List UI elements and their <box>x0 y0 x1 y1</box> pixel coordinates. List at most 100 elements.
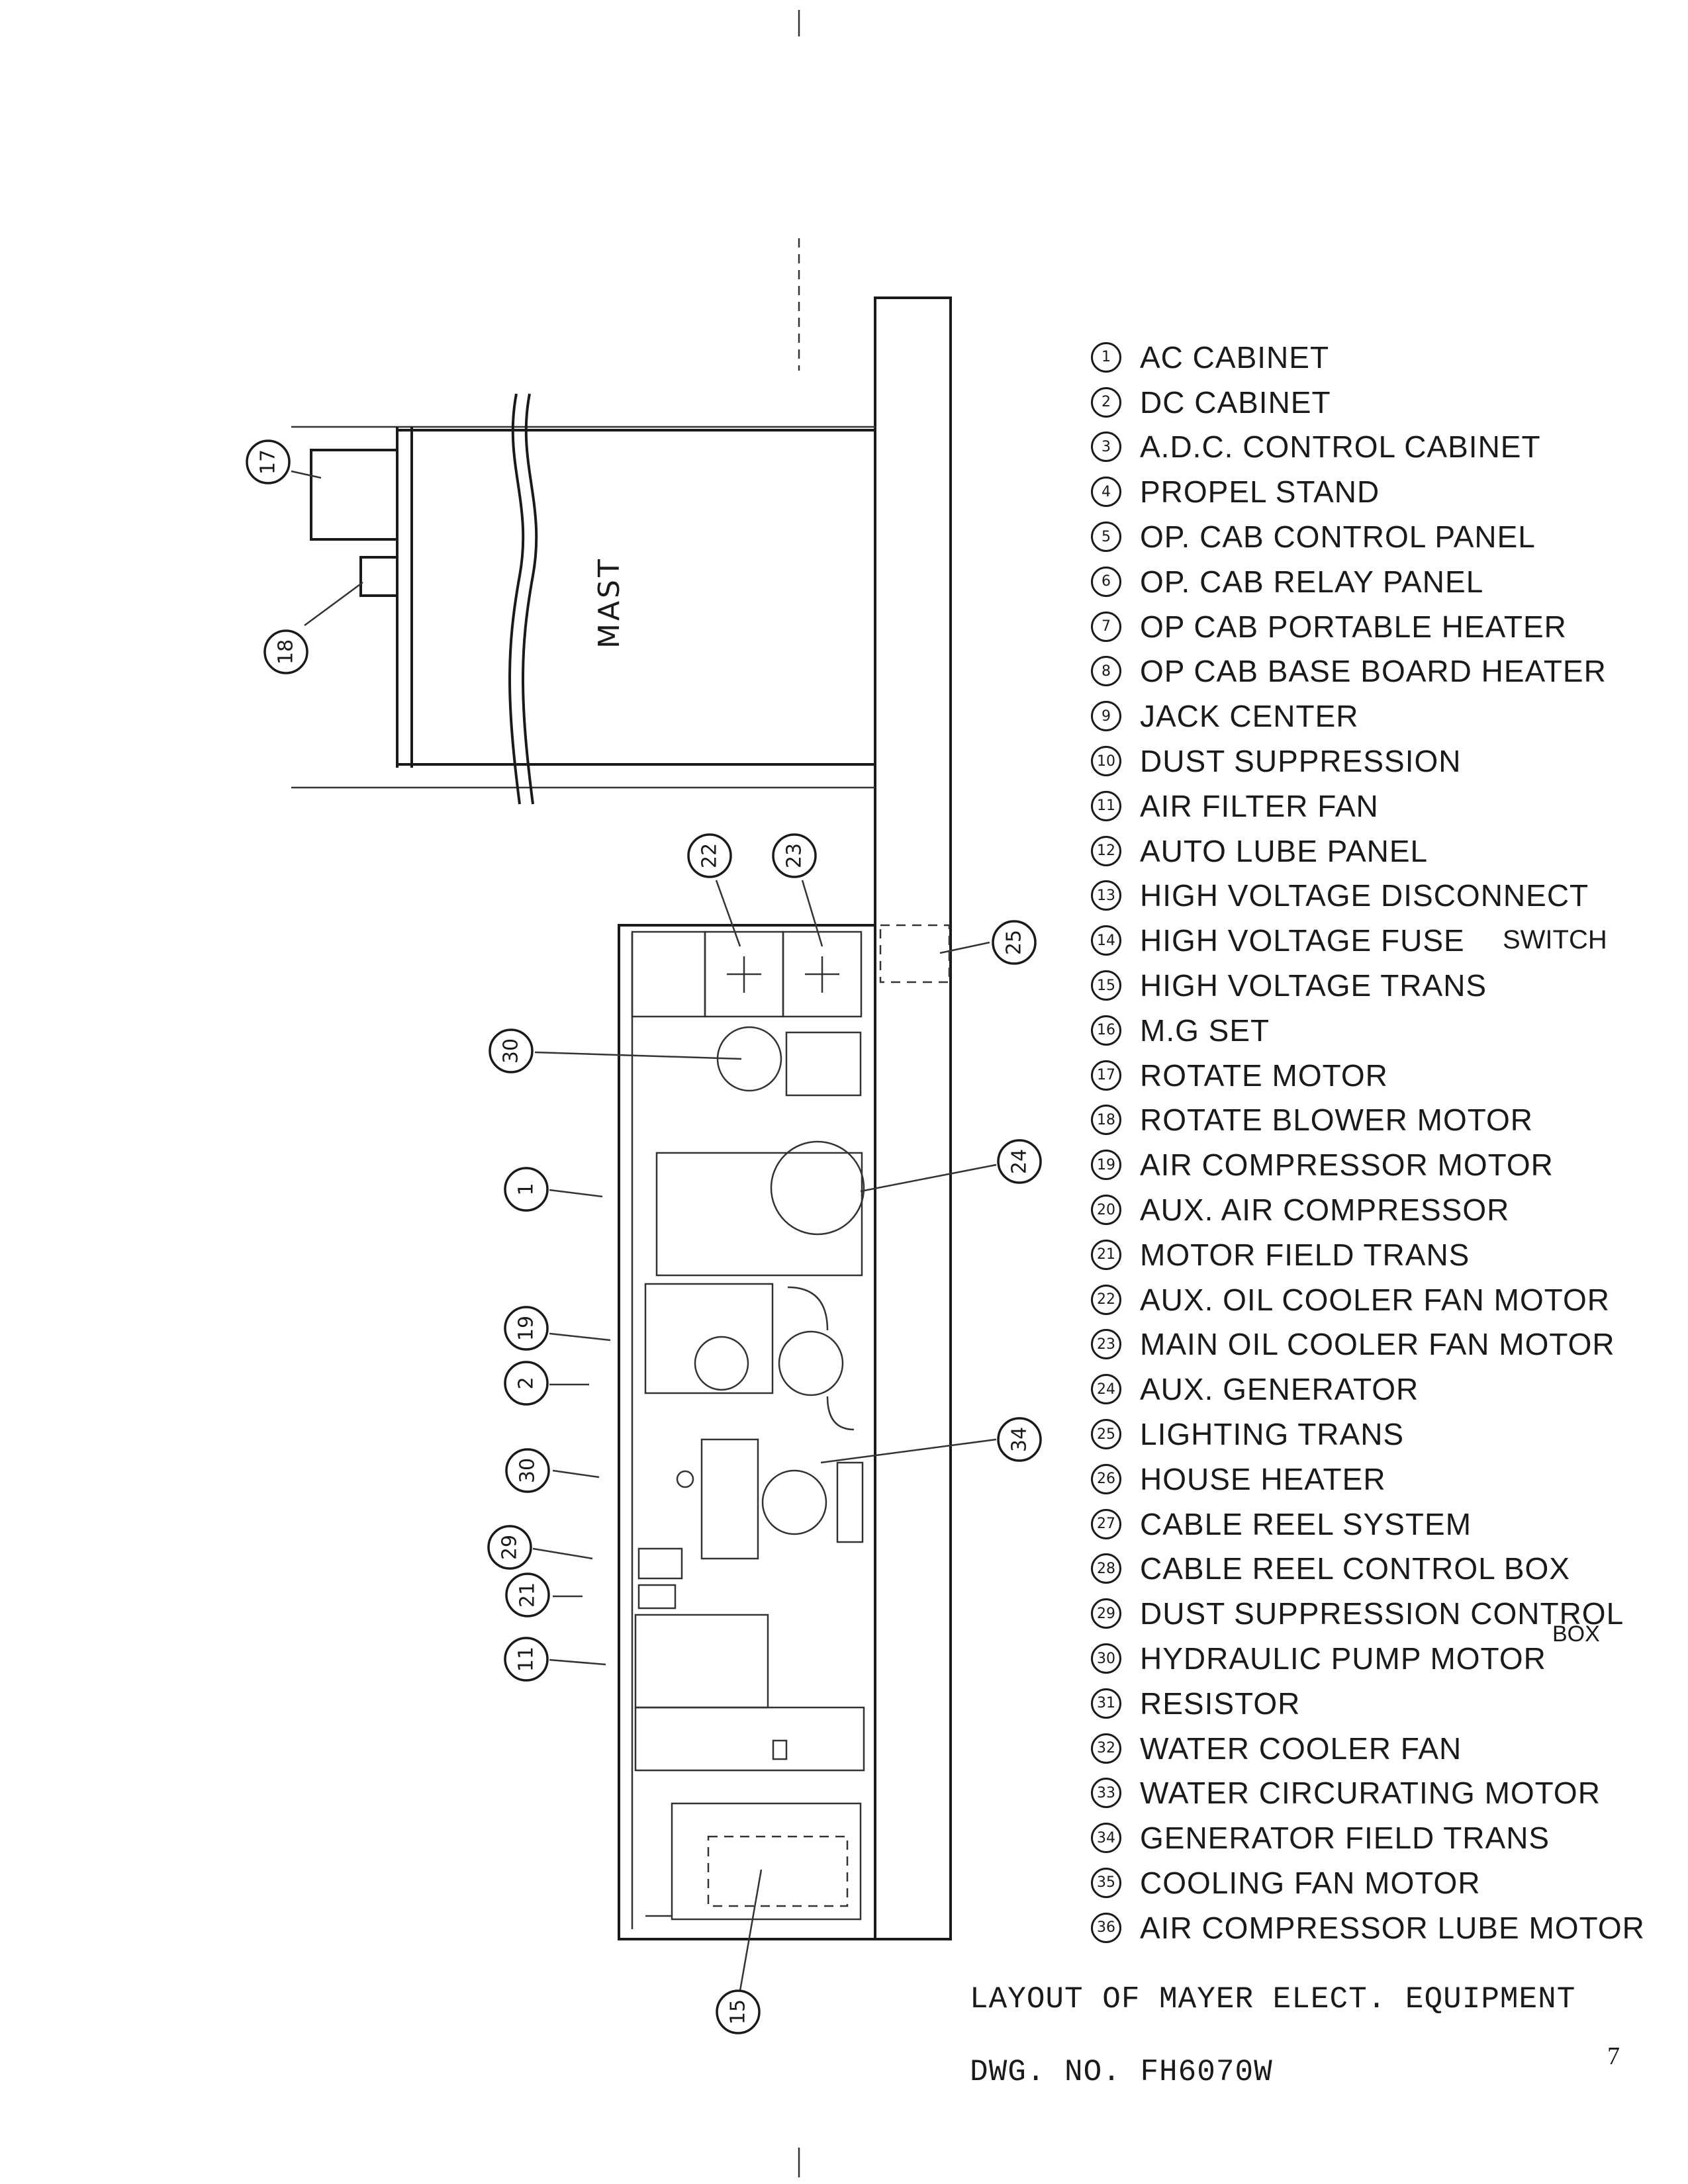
legend-number: 4 <box>1091 477 1121 508</box>
legend-label: AIR COMPRESSOR LUBE MOTOR <box>1140 1910 1645 1945</box>
svg-text:11: 11 <box>515 1647 538 1672</box>
lighting-trans-box <box>879 924 951 983</box>
callout-bubble: 34 <box>997 1417 1042 1462</box>
legend-number: 34 <box>1091 1823 1121 1854</box>
legend-item: 23 MAIN OIL COOLER FAN MOTOR <box>1091 1322 1660 1367</box>
legend-number: 28 <box>1091 1553 1121 1584</box>
generator-field-trans-box <box>836 1461 864 1543</box>
page-number: 7 <box>1607 2042 1620 2070</box>
legend-label: AC CABINET <box>1140 340 1330 375</box>
hydraulic-pump-tank <box>785 1031 862 1097</box>
legend-number: 36 <box>1091 1912 1121 1943</box>
legend-note-switch: SWITCH <box>1503 925 1607 954</box>
legend-label: GENERATOR FIELD TRANS <box>1140 1821 1550 1856</box>
legend-number: 19 <box>1091 1150 1121 1181</box>
legend-number: 25 <box>1091 1419 1121 1450</box>
svg-text:29: 29 <box>498 1535 522 1560</box>
svg-text:30: 30 <box>516 1458 539 1483</box>
callout-bubble: 18 <box>263 629 308 674</box>
legend-label: OP CAB PORTABLE HEATER <box>1140 609 1567 644</box>
callout-bubble: 19 <box>504 1306 549 1351</box>
legend-label: DC CABINET <box>1140 385 1331 420</box>
legend-number: 30 <box>1091 1643 1121 1674</box>
dc-cabinet-box <box>644 1283 774 1394</box>
air-compressor <box>778 1330 844 1396</box>
legend-label: OP. CAB CONTROL PANEL <box>1140 520 1536 555</box>
air-compressor-pipe <box>787 1286 855 1431</box>
legend-number: 8 <box>1091 656 1121 687</box>
svg-text:21: 21 <box>516 1582 539 1608</box>
svg-text:17: 17 <box>257 449 280 475</box>
legend-number: 29 <box>1091 1598 1121 1629</box>
svg-text:19: 19 <box>515 1316 538 1341</box>
legend-number: 33 <box>1091 1778 1121 1809</box>
mast-break-line <box>508 393 525 805</box>
legend-label: MAIN OIL COOLER FAN MOTOR <box>1140 1327 1615 1362</box>
legend-label: OP CAB BASE BOARD HEATER <box>1140 654 1607 689</box>
high-voltage-trans-box <box>671 1802 862 1921</box>
legend-item: 36 AIR COMPRESSOR LUBE MOTOR <box>1091 1905 1660 1950</box>
svg-text:18: 18 <box>275 639 298 664</box>
legend-label: HIGH VOLTAGE FUSE <box>1140 923 1465 958</box>
legend-number: 27 <box>1091 1508 1121 1539</box>
callout-bubble: 21 <box>505 1572 550 1617</box>
legend-number: 22 <box>1091 1284 1121 1315</box>
svg-text:30: 30 <box>500 1038 523 1064</box>
legend-number: 2 <box>1091 387 1121 418</box>
legend-label: A.D.C. CONTROL CABINET <box>1140 430 1541 465</box>
legend-label: CABLE REEL SYSTEM <box>1140 1506 1472 1541</box>
legend-number: 12 <box>1091 835 1121 866</box>
legend-label: DUST SUPPRESSION <box>1140 744 1462 779</box>
svg-text:25: 25 <box>1003 930 1026 955</box>
legend-label: AUX. OIL COOLER FAN MOTOR <box>1140 1282 1611 1317</box>
legend-label: RESISTOR <box>1140 1686 1301 1721</box>
callout-bubble: 30 <box>505 1448 550 1493</box>
legend-number: 23 <box>1091 1329 1121 1360</box>
legend-item: 34 GENERATOR FIELD TRANS <box>1091 1815 1660 1860</box>
legend-number: 31 <box>1091 1688 1121 1719</box>
legend-label: M.G SET <box>1140 1013 1270 1048</box>
callout-bubble: 25 <box>992 920 1037 965</box>
legend-number: 16 <box>1091 1015 1121 1046</box>
legend-item: 7 OP CAB PORTABLE HEATER <box>1091 604 1660 649</box>
legend-number: 7 <box>1091 611 1121 642</box>
legend-number: 9 <box>1091 701 1121 732</box>
legend-item: 22 AUX. OIL COOLER FAN MOTOR <box>1091 1277 1660 1322</box>
callout-bubble: 2 <box>504 1361 549 1406</box>
legend-label: HOUSE HEATER <box>1140 1461 1386 1496</box>
legend-label: DUST SUPPRESSION CONTROL <box>1140 1596 1624 1631</box>
legend-label: AIR FILTER FAN <box>1140 788 1379 823</box>
legend-item: 8 OP CAB BASE BOARD HEATER <box>1091 649 1660 694</box>
legend-label: LIGHTING TRANS <box>1140 1417 1405 1452</box>
legend-label: COOLING FAN MOTOR <box>1140 1865 1481 1900</box>
legend-label: OP. CAB RELAY PANEL <box>1140 564 1484 599</box>
legend-number: 18 <box>1091 1105 1121 1136</box>
mast-break-line <box>522 393 538 805</box>
machinery-house-outline <box>618 924 876 1940</box>
svg-text:24: 24 <box>1008 1149 1031 1174</box>
legend-item: 31 RESISTOR <box>1091 1681 1660 1726</box>
legend-item: 29 DUST SUPPRESSION CONTROL <box>1091 1591 1660 1636</box>
legend-label: AIR COMPRESSOR MOTOR <box>1140 1148 1554 1183</box>
callout-bubble: 11 <box>504 1637 549 1682</box>
high-voltage-trans-inner <box>707 1835 849 1907</box>
hydraulic-pump-lower-box <box>700 1438 759 1560</box>
rotate-blower-motor-box <box>359 556 399 597</box>
callout-bubble: 22 <box>687 833 732 878</box>
drawing-number: DWG. NO. FH6070W <box>970 2055 1273 2089</box>
legend-label: AUX. GENERATOR <box>1140 1372 1419 1407</box>
